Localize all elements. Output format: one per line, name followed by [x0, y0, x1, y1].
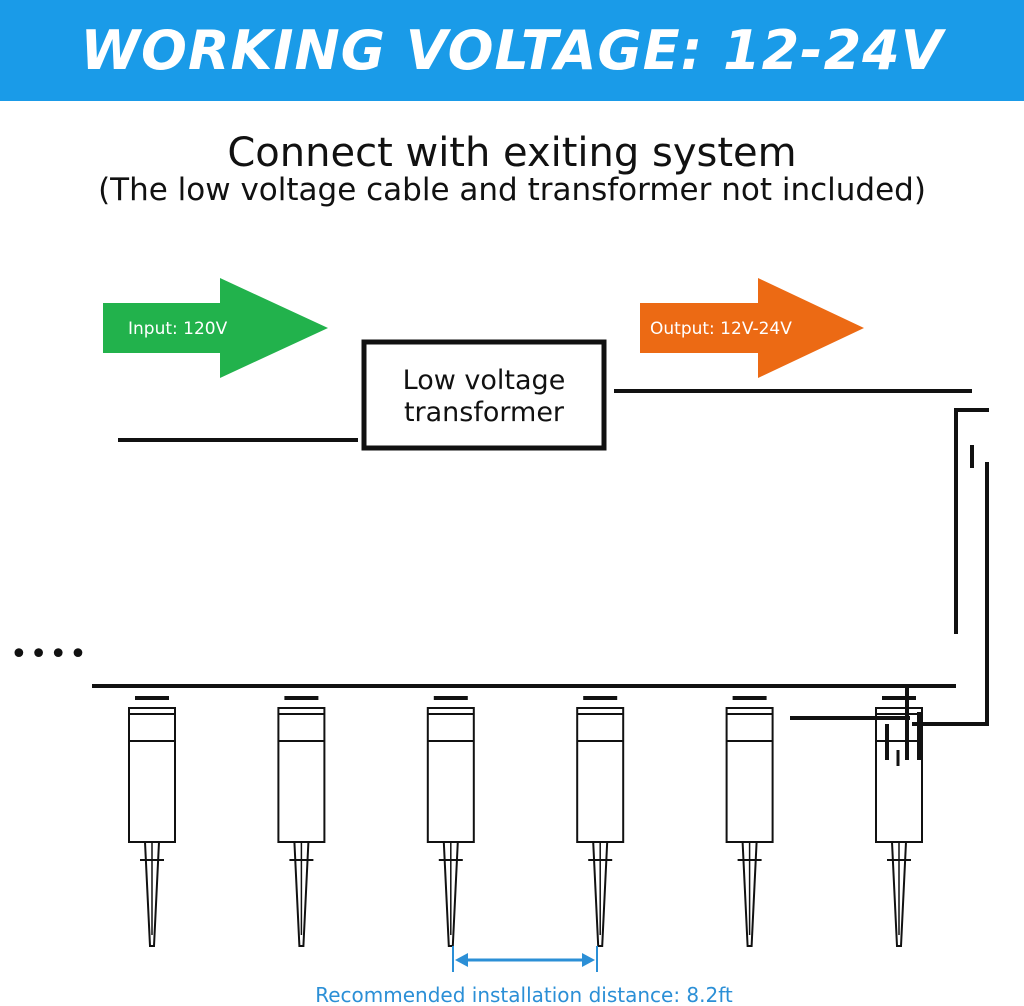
- light-body: [576, 707, 625, 843]
- stake-light-icon: [725, 696, 774, 947]
- light-stake: [592, 841, 609, 947]
- output-arrow-shape: [640, 278, 864, 378]
- inner-drop-cable: [912, 462, 989, 726]
- transformer-box: Low voltage transformer: [361, 339, 607, 451]
- light-body: [875, 707, 923, 843]
- stake-light-icon: [277, 696, 326, 947]
- transformer-label-line2: transformer: [404, 397, 565, 428]
- light-body: [128, 707, 176, 843]
- stake-light-icon: [128, 696, 176, 947]
- output-arrow: Output: 12V-24V: [640, 278, 864, 378]
- stake-lights: [128, 686, 923, 947]
- stake-light-icon: [576, 696, 625, 947]
- distance-arrowhead-right: [582, 953, 595, 967]
- distance-indicator: Recommended installation distance: 8.2ft: [315, 946, 733, 1006]
- transformer-label-line1: Low voltage: [403, 365, 566, 396]
- input-arrow-shape: [103, 278, 328, 378]
- stake-light-icon: [875, 686, 923, 947]
- distance-arrowhead-left: [455, 953, 468, 967]
- light-stake: [143, 841, 161, 947]
- distance-label: Recommended installation distance: 8.2ft: [315, 983, 733, 1006]
- transformer-outline: [361, 339, 607, 451]
- light-body: [426, 707, 475, 843]
- light-stake: [890, 841, 908, 947]
- voltage-banner: WORKING VOLTAGE: 12-24V: [0, 0, 1024, 101]
- light-body: [277, 707, 326, 843]
- wiring: [92, 389, 989, 726]
- light-body: [725, 707, 774, 843]
- diagram-subtitle: (The low voltage cable and transformer n…: [98, 172, 926, 208]
- light-stake: [741, 841, 758, 947]
- stake-light-icon: [426, 696, 475, 947]
- diagram-title: Connect with exiting system: [227, 130, 797, 176]
- light-stake: [293, 841, 310, 947]
- input-arrow: Input: 120V: [103, 278, 328, 378]
- banner-title: WORKING VOLTAGE: 12-24V: [80, 19, 944, 82]
- input-arrow-label: Input: 120V: [128, 319, 228, 339]
- continuation-dots: ••••: [10, 637, 89, 672]
- outer-drop-cable: [954, 408, 989, 634]
- output-arrow-label: Output: 12V-24V: [650, 319, 792, 339]
